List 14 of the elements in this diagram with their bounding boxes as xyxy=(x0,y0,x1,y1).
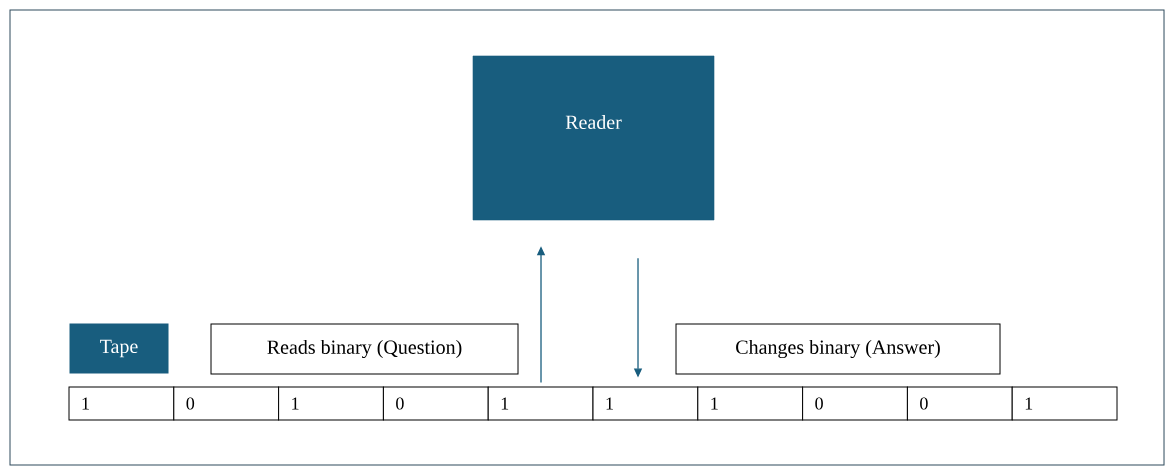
tape-cell: 1 xyxy=(68,386,175,421)
tape-cell: 1 xyxy=(278,386,384,421)
caption-box: Changes binary (Answer) xyxy=(675,323,1001,375)
tape-cell: 0 xyxy=(906,386,1013,421)
tape-cell: 1 xyxy=(592,386,699,421)
tape-cell: 1 xyxy=(1011,386,1118,421)
tape-cell: 1 xyxy=(697,386,804,421)
tape-cell: 1 xyxy=(487,386,594,421)
caption-box: Reads binary (Question) xyxy=(210,323,519,375)
reader-box: Reader xyxy=(472,55,715,221)
tape-cell: 0 xyxy=(802,386,908,421)
tape-label-box: Tape xyxy=(69,323,169,374)
tape-cell: 0 xyxy=(382,386,489,421)
tape-cell: 0 xyxy=(173,386,280,421)
